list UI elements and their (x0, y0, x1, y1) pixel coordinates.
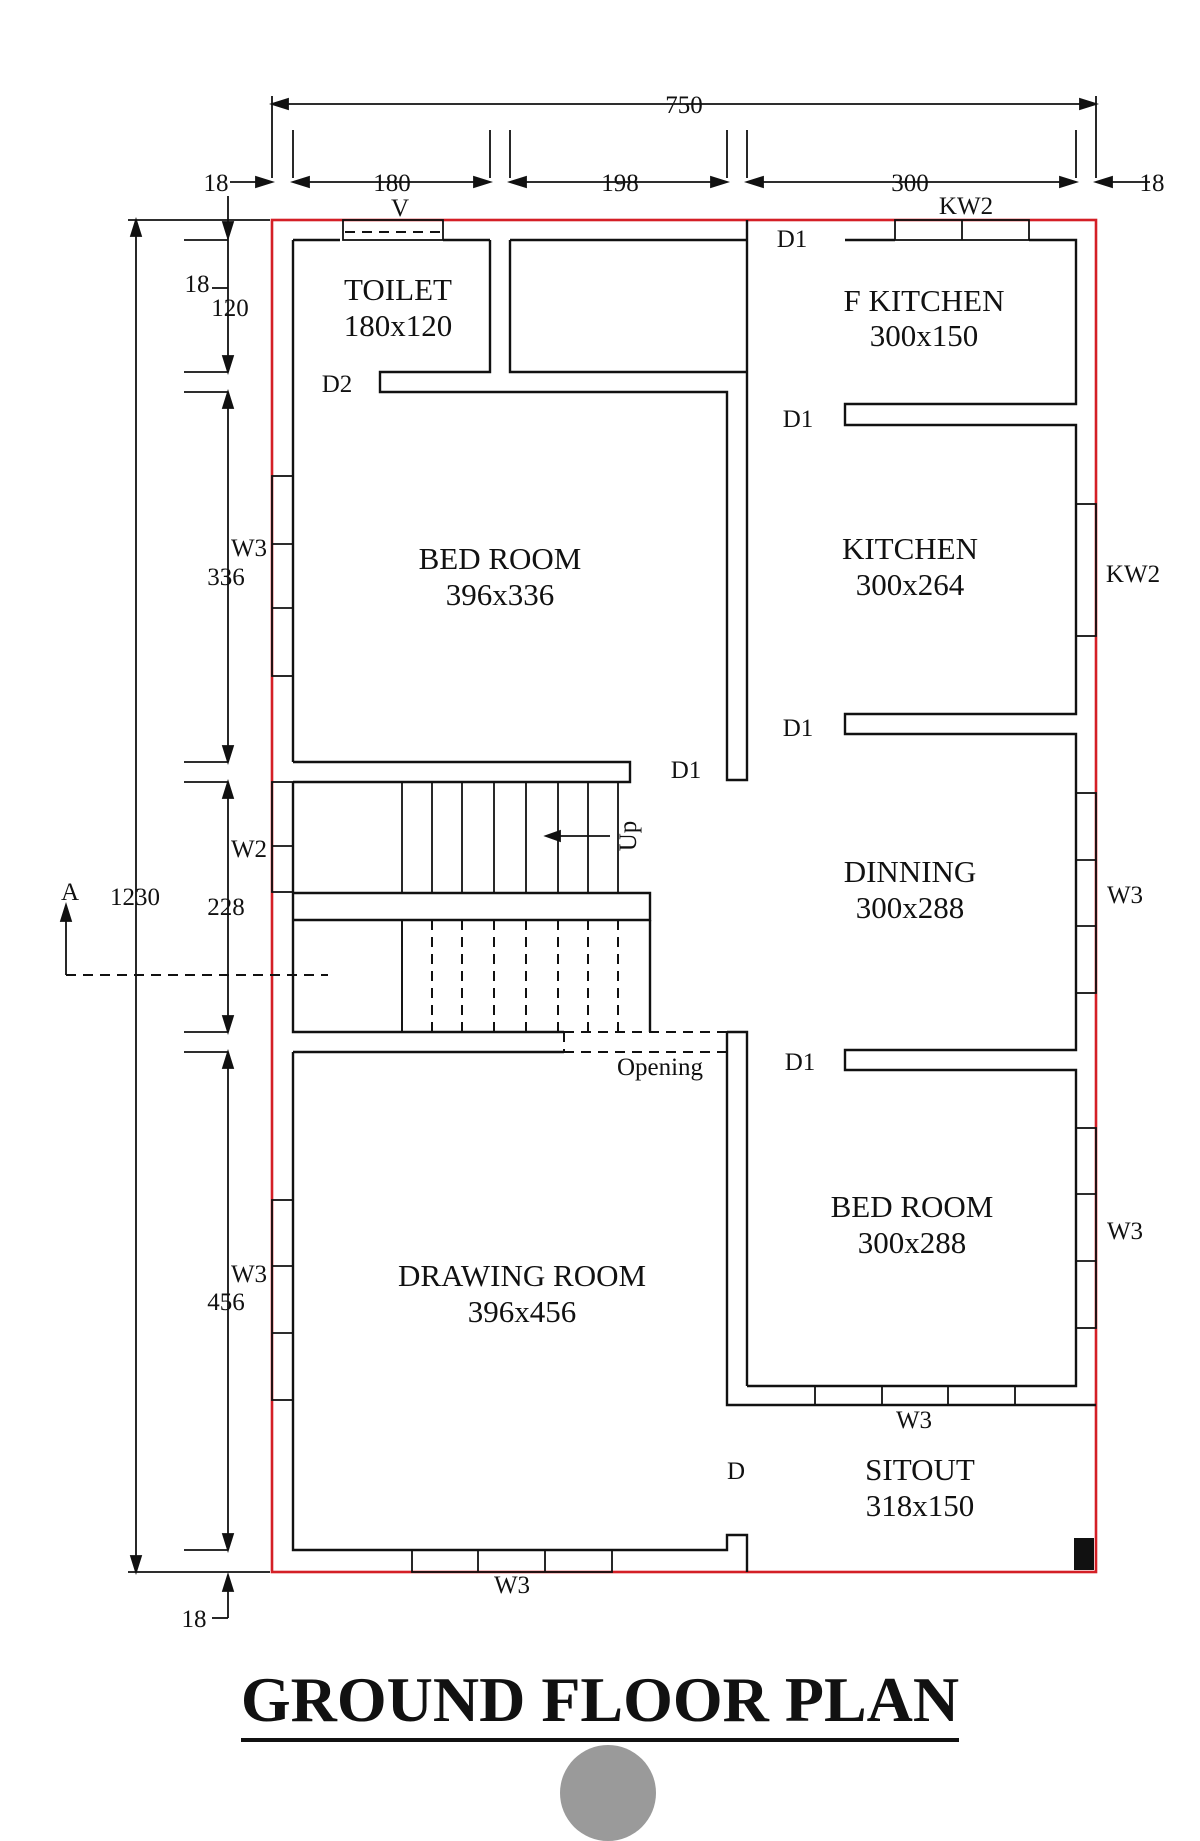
walls (291, 220, 1096, 1572)
staircase-dashed (66, 231, 727, 1053)
label-d1-bedroom2: D1 (785, 1049, 816, 1076)
floating-action-button[interactable] (560, 1745, 656, 1841)
dim-top-margin: 18 (185, 271, 210, 298)
label-kw2-right: KW2 (1106, 561, 1160, 588)
label-w3-bedroom1: W3 (231, 535, 267, 562)
room-sitout-name: SITOUT (865, 1452, 975, 1487)
staircase (401, 782, 619, 1032)
dim-height-3: 228 (207, 894, 245, 921)
label-kw2-top: KW2 (939, 193, 993, 220)
room-toilet-size: 180x120 (344, 308, 453, 343)
dim-total-width: 750 (665, 92, 703, 119)
dim-segment-1: 180 (373, 170, 411, 197)
room-bedroom-2-name: BED ROOM (831, 1189, 994, 1224)
room-bedroom-1-size: 396x336 (446, 577, 555, 612)
room-sitout-size: 318x150 (866, 1488, 975, 1523)
label-opening: Opening (617, 1054, 704, 1081)
plot-outline (270, 218, 1098, 1574)
dim-margin-left: 18 (204, 170, 229, 197)
label-w3-bottom: W3 (494, 1572, 530, 1599)
dim-segment-3: 300 (891, 170, 929, 197)
dim-total-height: 1230 (110, 884, 160, 911)
floor-plan-drawing: 750 18 180 198 300 18 1230 18 120 336 22… (59, 92, 1165, 1633)
drawing-title: GROUND FLOOR PLAN (0, 1668, 1200, 1742)
dim-bottom-margin: 18 (182, 1606, 207, 1633)
dim-margin-right: 18 (1140, 170, 1165, 197)
label-d2-toilet: D2 (322, 371, 353, 398)
label-w3-dinning: W3 (1107, 882, 1143, 909)
label-d1-stair: D1 (671, 757, 702, 784)
dim-height-2: 336 (207, 564, 245, 591)
room-dinning-size: 300x288 (856, 890, 965, 925)
room-bedroom-1-name: BED ROOM (419, 541, 582, 576)
label-stair-up: Up (615, 821, 642, 852)
dim-segment-2: 198 (601, 170, 639, 197)
room-drawing-size: 396x456 (468, 1294, 577, 1329)
room-bedroom-2-size: 300x288 (858, 1225, 967, 1260)
room-fkitchen-name: F KITCHEN (843, 283, 1004, 318)
label-w3-bedroom2-bottom: W3 (896, 1407, 932, 1434)
room-dinning-name: DINNING (844, 854, 977, 889)
dim-height-4: 456 (207, 1289, 245, 1316)
room-kitchen-size: 300x264 (856, 567, 965, 602)
drawing-title-text: GROUND FLOOR PLAN (240, 1668, 960, 1742)
label-ventilator: V (391, 195, 409, 222)
label-w2-stair: W2 (231, 836, 267, 863)
label-d1-dinning: D1 (783, 715, 814, 742)
column-block (1074, 1538, 1094, 1570)
label-w3-drawing: W3 (231, 1261, 267, 1288)
label-d-main: D (727, 1458, 745, 1485)
left-dimension-lines (128, 196, 270, 1619)
label-w3-bedroom2: W3 (1107, 1218, 1143, 1245)
section-marker (59, 901, 73, 975)
room-kitchen-name: KITCHEN (842, 531, 978, 566)
label-section-a: A (61, 879, 79, 906)
dim-height-1: 120 (211, 295, 249, 322)
room-drawing-name: DRAWING ROOM (398, 1258, 646, 1293)
windows (271, 219, 1097, 1573)
top-dimension-lines (230, 96, 1150, 189)
room-toilet-name: TOILET (344, 272, 452, 307)
label-d1-kitchen: D1 (783, 406, 814, 433)
room-fkitchen-size: 300x150 (870, 318, 979, 353)
label-d1-fkitchen: D1 (777, 226, 808, 253)
